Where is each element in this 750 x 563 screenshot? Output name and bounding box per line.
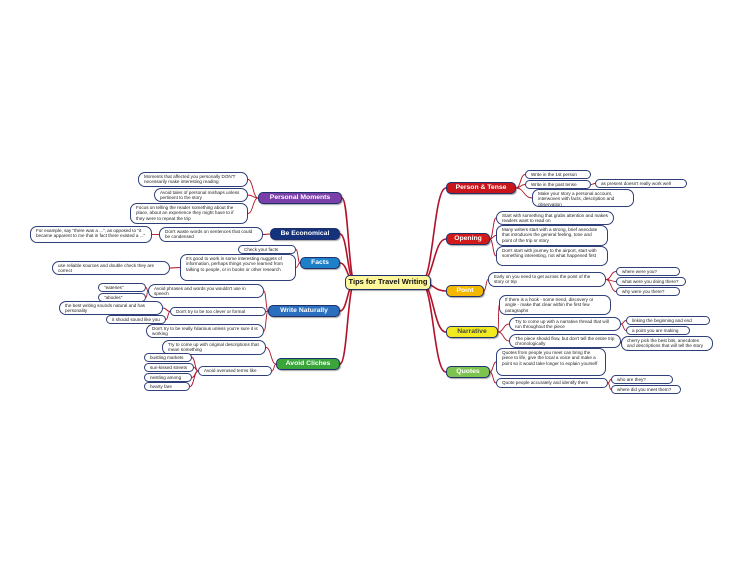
- subtopic-hilarious[interactable]: Don't try to be really hilarious unless …: [146, 324, 264, 338]
- subtopic-opening-anecdote[interactable]: Many writers start with a strong, brief …: [496, 225, 608, 246]
- subtopic-present-note[interactable]: as present doesn't really work well: [595, 179, 687, 188]
- connector: [497, 304, 500, 333]
- connector: [515, 187, 533, 199]
- topic-narrative[interactable]: Narrative: [446, 326, 498, 338]
- subtopic-where-met[interactable]: where did you meet them?: [611, 385, 681, 394]
- subtopic-moments-affected[interactable]: Moments that affected you personally DON…: [138, 172, 248, 187]
- subtopic-original-descriptions[interactable]: Try to come up with original description…: [162, 340, 266, 355]
- subtopic-sound-like-you[interactable]: it should sound like you: [106, 315, 166, 324]
- subtopic-where-were-you[interactable]: where were you?: [616, 267, 680, 276]
- connector: [263, 290, 269, 312]
- connector: [489, 238, 497, 257]
- topic-be-economical[interactable]: Be Economical: [270, 228, 340, 240]
- subtopic-personal-account[interactable]: Make your story a personal account, inte…: [532, 189, 634, 207]
- subtopic-opening-airport[interactable]: Don't start with journey to the airport,…: [496, 246, 608, 266]
- topic-quotes[interactable]: Quotes: [446, 366, 490, 378]
- connector: [169, 267, 181, 269]
- subtopic-example-phrase[interactable]: For example, say "there was a ...", as o…: [30, 226, 152, 243]
- subtopic-focus-telling[interactable]: Focus on telling the reader something ab…: [130, 203, 248, 224]
- subtopic-first-person[interactable]: Write in the 1st person: [525, 170, 591, 179]
- subtopic-mishaps[interactable]: Avoid tales of personal mishaps unless p…: [154, 188, 248, 202]
- topic-personal-moments[interactable]: Personal Moments: [258, 192, 342, 204]
- topic-point[interactable]: Point: [446, 285, 484, 297]
- subtopic-past-tense[interactable]: Write in the past tense: [525, 180, 591, 189]
- subtopic-overused-terms[interactable]: Avoid overused terms like: [198, 366, 272, 376]
- connector: [590, 183, 596, 185]
- subtopic-linking[interactable]: linking the beginning and end: [626, 316, 710, 325]
- connector: [295, 262, 301, 268]
- topic-write-naturally[interactable]: Write Naturally: [268, 305, 340, 317]
- subtopic-eateries[interactable]: "eateries": [98, 283, 146, 292]
- topic-person-tense[interactable]: Person & Tense: [446, 182, 516, 194]
- subtopic-avoid-phrases[interactable]: Avoid phrases and words you wouldn't use…: [148, 284, 264, 298]
- connector: [605, 279, 617, 292]
- connector: [483, 279, 489, 292]
- connector: [189, 370, 199, 387]
- subtopic-point-making[interactable]: a point you are making: [626, 326, 690, 335]
- connector: [420, 187, 447, 284]
- central-topic[interactable]: Tips for Travel Writing: [345, 275, 431, 290]
- connector: [489, 217, 497, 240]
- topic-opening[interactable]: Opening: [446, 233, 490, 245]
- subtopic-bustling-markets[interactable]: bustling markets: [144, 353, 192, 362]
- topic-avoid-cliches[interactable]: Avoid Cliches: [276, 358, 340, 370]
- subtopic-who-are-they[interactable]: who are they?: [611, 375, 673, 384]
- subtopic-point-early[interactable]: Early on you need to get across the poin…: [488, 272, 606, 287]
- connector: [263, 310, 269, 332]
- connector: [162, 307, 171, 312]
- subtopic-best-writing[interactable]: the best writing sounds natural and has …: [59, 301, 163, 315]
- connector: [247, 194, 259, 199]
- connector: [145, 290, 149, 298]
- subtopic-opening-grab[interactable]: Start with something that grabs attentio…: [496, 211, 614, 225]
- subtopic-flow[interactable]: The piece should flow, but don't tell th…: [509, 334, 621, 348]
- connector: [620, 323, 627, 331]
- subtopic-check-facts[interactable]: Check your facts: [238, 245, 296, 254]
- subtopic-nestling[interactable]: nestling among: [144, 373, 192, 382]
- subtopic-what-doing[interactable]: what were you doing there?: [616, 277, 686, 286]
- subtopic-quotes-life[interactable]: Quotes from people you meet can bring th…: [496, 348, 606, 376]
- connector: [165, 311, 171, 320]
- connector: [515, 184, 526, 189]
- subtopic-why-there[interactable]: why were you there?: [616, 287, 680, 296]
- subtopic-waste-words[interactable]: Don't waste words on sentences that coul…: [159, 227, 263, 242]
- subtopic-hearty-fare[interactable]: hearty fare: [144, 382, 190, 391]
- subtopic-hook[interactable]: If there is a hook - some trend, discove…: [499, 295, 611, 315]
- connector: [265, 347, 277, 365]
- connector: [489, 361, 497, 373]
- connector: [247, 179, 259, 199]
- subtopic-quote-accurately[interactable]: Quote people accurately and identify the…: [496, 378, 608, 388]
- connector: [497, 323, 510, 333]
- subtopic-too-clever[interactable]: Don't try to be too clever or formal: [170, 307, 266, 316]
- subtopic-reliable-sources[interactable]: use reliable sources and double check th…: [52, 261, 170, 275]
- subtopic-nuggets[interactable]: It's good to work in some interesting nu…: [180, 254, 296, 281]
- topic-facts[interactable]: Facts: [300, 257, 340, 269]
- connector: [271, 363, 277, 372]
- connector: [607, 382, 612, 390]
- connector: [247, 197, 259, 214]
- connector: [262, 233, 271, 235]
- connector: [605, 271, 617, 280]
- subtopic-sun-kissed[interactable]: sun-kissed streets: [144, 363, 194, 372]
- connector: [420, 281, 447, 373]
- connector: [295, 249, 301, 264]
- connector: [497, 331, 510, 342]
- subtopic-narrative-thread[interactable]: Try to come up with a narrative thread t…: [509, 317, 621, 331]
- connector: [489, 371, 497, 384]
- subtopic-cherry-pick[interactable]: cherry pick the best bits, anecdotes and…: [621, 336, 713, 351]
